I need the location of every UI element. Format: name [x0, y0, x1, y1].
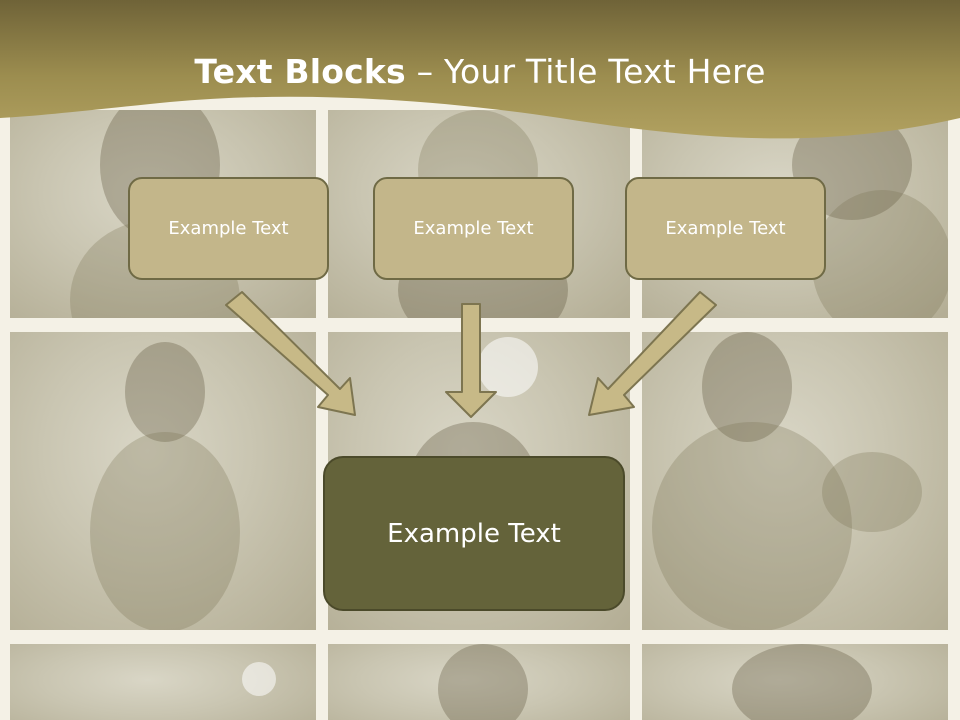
text-block-center-label: Example Text: [413, 218, 534, 239]
text-block-right[interactable]: Example Text: [625, 177, 826, 280]
photo-tile-muscular-man: [642, 332, 948, 630]
slide-title-rest: Your Title Text Here: [443, 52, 766, 91]
photo-tile-golf: [10, 644, 316, 720]
header-band: [0, 0, 960, 139]
photo-tile-player: [328, 644, 630, 720]
target-text-block[interactable]: Example Text: [323, 456, 625, 611]
text-block-center[interactable]: Example Text: [373, 177, 574, 280]
text-block-left[interactable]: Example Text: [128, 177, 329, 280]
text-block-right-label: Example Text: [665, 218, 786, 239]
slide-title-bold: Text Blocks: [194, 52, 406, 91]
arrow-center: [445, 303, 497, 418]
photo-tile-fitness-woman: [10, 332, 316, 630]
slide-title-separator: –: [405, 52, 444, 91]
target-text-block-label: Example Text: [387, 518, 561, 549]
slide-title: Text Blocks – Your Title Text Here: [0, 52, 960, 91]
arrow-right: [588, 291, 717, 416]
arrow-left: [225, 291, 356, 416]
text-block-left-label: Example Text: [168, 218, 289, 239]
photo-tile-sneakers: [642, 644, 948, 720]
